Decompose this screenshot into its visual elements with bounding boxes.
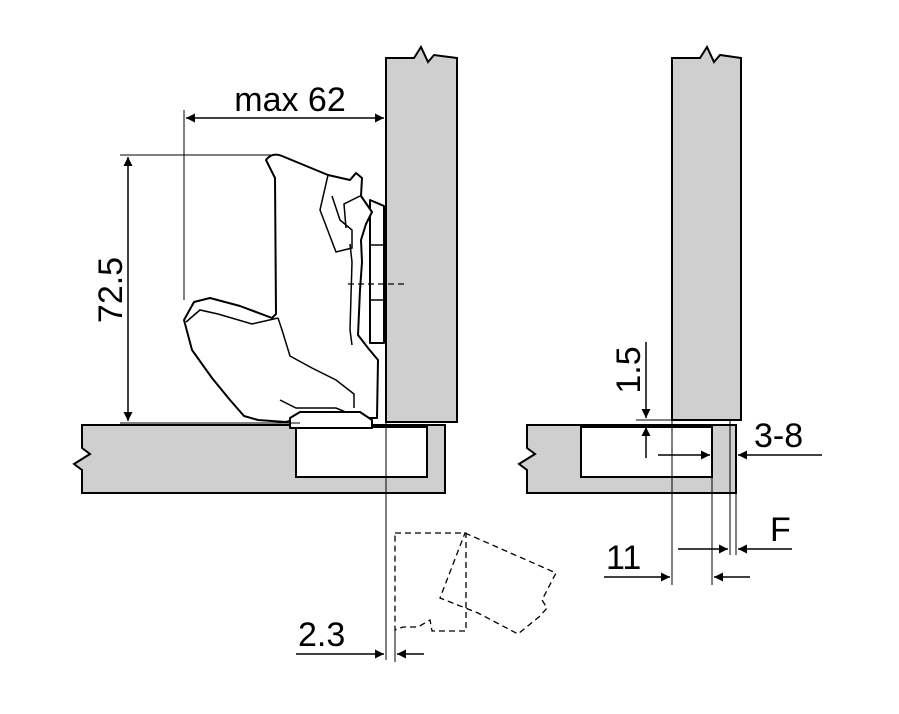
dimension-max-62: max 62	[234, 81, 346, 119]
dimension-2-3: 2.3	[298, 616, 345, 654]
mounting-plate	[369, 199, 385, 344]
dimension-1-5: 1.5	[610, 346, 648, 393]
side-panel-left	[385, 44, 458, 423]
hinge-arm	[183, 153, 379, 423]
hinge-cup-left	[295, 426, 428, 478]
open-position-ghost	[394, 532, 467, 632]
dimension-f: F	[770, 511, 791, 549]
side-panel-right	[671, 44, 742, 421]
dimension-3-8: 3-8	[754, 417, 803, 455]
dimension-11: 11	[606, 539, 641, 577]
dimension-72-5: 72.5	[92, 257, 130, 323]
